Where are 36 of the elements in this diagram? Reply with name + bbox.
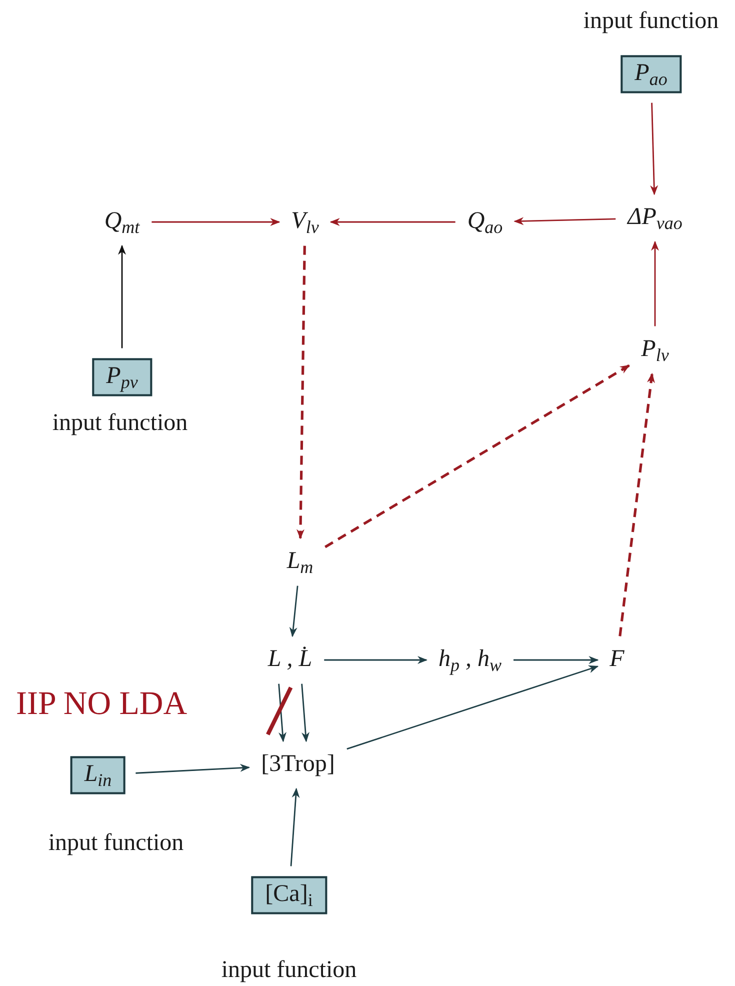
arrow [650,102,658,196]
input-box: L$_{in}$ [70,756,126,794]
input-function-label: input function [221,956,357,984]
arrow [136,764,250,774]
arrow [290,788,300,866]
arrow [514,217,616,226]
variable-label: Q$_{ao}$ [465,208,505,236]
arrow [278,684,286,742]
variable-label: V$_{lv}$ [289,208,321,236]
input-function-label: input function [48,830,184,856]
variable-label: Q$_{mt}$ [102,208,142,236]
arrow [152,218,280,226]
arrow [118,244,126,348]
annotation-text: IIP NO LDA [16,688,188,721]
variable-label: [3Trop] [259,751,337,779]
arrow [324,364,630,548]
arrow [324,656,428,664]
arrow [296,246,306,540]
arrow [301,684,310,742]
variable-label: L$_{m}$ [284,548,316,576]
arrow [346,665,599,750]
input-box: [Ca]$_{i}$ [251,876,327,914]
arrow [330,218,456,226]
arrow [289,586,298,638]
arrow [618,372,655,636]
variable-label: F [608,646,626,674]
variable-label: ΔP$_{vao}$ [626,204,684,232]
input-function-label: input function [52,410,188,436]
input-function-label: input function [583,8,719,34]
arrow [651,240,659,326]
input-box: P$_{ao}$ [620,55,682,93]
arrow [514,656,599,664]
variable-label: L , L̇ [266,646,314,674]
input-box: P$_{pv}$ [92,358,152,396]
variable-label: h$_{p}$ , h$_{w}$ [436,646,504,674]
variable-label: P$_{lv}$ [639,336,671,364]
